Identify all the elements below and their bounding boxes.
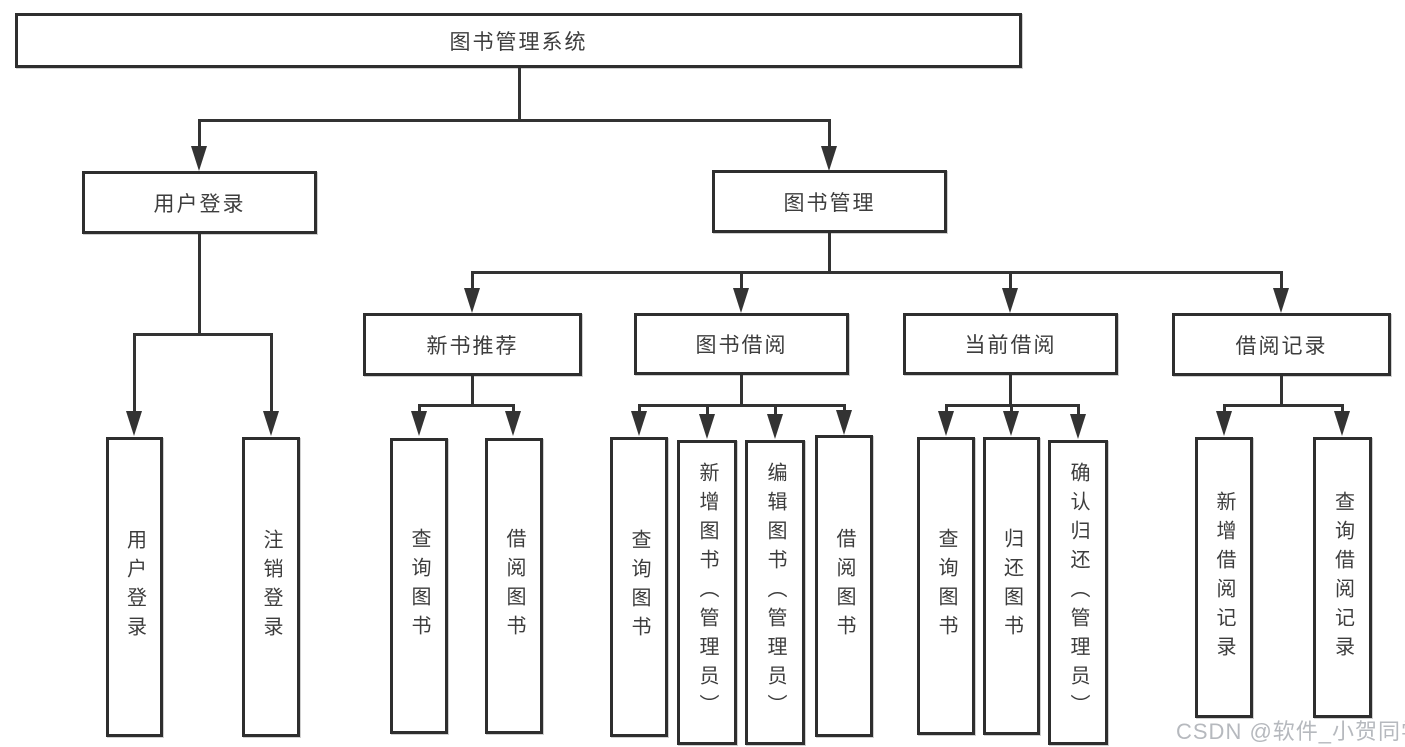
arrow-to-bb-leaf1 [631,411,647,436]
arrow-to-ul-leaf1 [126,411,142,436]
connector-bookmgmt-stub [828,119,831,149]
connector-bookmgmt-rail [471,271,1282,274]
connector-root-rail [198,119,831,122]
connector-cb-leaf3-stub [1077,404,1080,416]
connector-userlogin-stem [198,234,201,336]
node-borrow-records-label: 借阅记录 [1235,334,1328,358]
leaf-cb-confirm-return-admin-label: 确认归还（管理员） [1067,462,1089,723]
arrow-to-cb-leaf1 [938,411,954,436]
leaf-bb-add-books-admin: 新增图书（管理员） [677,440,737,745]
leaf-br-add-record-label: 新增借阅记录 [1213,490,1235,665]
leaf-nb-borrow-books-label: 借阅图书 [503,528,525,644]
node-book-mgmt: 图书管理 [712,170,947,233]
node-user-login-label: 用户登录 [153,192,246,216]
connector-newbook-stem [471,376,474,407]
arrow-to-br-leaf2 [1334,411,1350,436]
arrow-to-records [1273,288,1289,313]
arrow-to-br-leaf1 [1216,411,1232,436]
node-new-book-rec: 新书推荐 [363,313,582,376]
arrow-to-bb-leaf4 [836,410,852,435]
connector-g4-stub [1280,271,1283,293]
connector-bb-leaf3-stub [774,404,777,416]
connector-current-stem [1009,375,1012,407]
arrow-to-nb-leaf2 [505,411,521,436]
connector-cb-leaf2-stub [1010,404,1013,414]
leaf-nb-query-books: 查询图书 [390,438,448,734]
node-book-mgmt-label: 图书管理 [783,191,876,215]
node-root-label: 图书管理系统 [449,30,588,54]
leaf-user-login-label: 用户登录 [123,529,146,645]
connector-records-stem [1280,376,1283,407]
connector-nb-leaf2-stub [512,404,515,414]
leaf-br-query-record-label: 查询借阅记录 [1331,490,1354,665]
arrow-to-current [1002,288,1018,313]
connector-cb-leaf1-stub [945,404,948,414]
node-current-borrow: 当前借阅 [903,313,1118,375]
leaf-bb-add-books-admin-label: 新增图书（管理员） [696,462,718,723]
leaf-bb-borrow-books-label: 借阅图书 [833,528,855,644]
connector-borrow-stem [740,375,743,407]
leaf-bb-edit-books-admin-label: 编辑图书（管理员） [764,462,786,723]
connector-bookmgmt-stem [828,233,831,274]
connector-ul-leaf2-stub [270,333,273,413]
connector-root-stem [518,68,521,120]
arrow-to-bookmgmt [821,146,837,171]
csdn-watermark: CSDN @软件_小贺同学 [1176,719,1405,744]
arrow-to-borrow [733,288,749,313]
arrow-to-cb-leaf3 [1070,414,1086,439]
leaf-cb-confirm-return-admin: 确认归还（管理员） [1048,440,1108,745]
arrow-to-newbook [464,288,480,313]
leaf-cb-query-books: 查询图书 [917,437,975,735]
leaf-bb-borrow-books: 借阅图书 [815,435,873,737]
connector-bb-leaf1-stub [638,404,641,414]
leaf-nb-borrow-books: 借阅图书 [485,438,543,734]
connector-userlogin-rail [133,333,273,336]
connector-nb-leaf1-stub [418,404,421,414]
leaf-logout-label: 注销登录 [260,529,282,645]
connector-userlogin-stub [198,119,201,149]
leaf-cb-return-books-label: 归还图书 [1000,528,1023,644]
leaf-cb-return-books: 归还图书 [983,437,1040,735]
leaf-br-add-record: 新增借阅记录 [1195,437,1253,718]
node-borrow-records: 借阅记录 [1172,313,1391,376]
arrow-to-userlogin [191,146,207,171]
connector-g1-stub [471,271,474,293]
arrow-to-ul-leaf2 [263,411,279,436]
node-user-login: 用户登录 [82,171,317,234]
leaf-bb-query-books-label: 查询图书 [628,529,650,645]
connector-borrow-rail [638,404,846,407]
node-book-borrow-label: 图书借阅 [695,334,788,357]
leaf-nb-query-books-label: 查询图书 [408,528,430,644]
arrow-to-bb-leaf3 [767,414,783,439]
node-root: 图书管理系统 [15,13,1022,68]
leaf-logout: 注销登录 [242,437,300,737]
node-new-book-rec-label: 新书推荐 [426,334,519,358]
connector-ul-leaf1-stub [133,333,136,413]
leaf-bb-query-books: 查询图书 [610,437,668,737]
connector-bb-leaf4-stub [843,404,846,414]
leaf-user-login: 用户登录 [106,437,163,737]
connector-g3-stub [1009,271,1012,293]
arrow-to-nb-leaf1 [411,411,427,436]
leaf-br-query-record: 查询借阅记录 [1313,437,1372,718]
connector-br-leaf1-stub [1223,404,1226,414]
connector-g2-stub [740,271,743,293]
connector-records-rail [1223,404,1344,407]
node-current-borrow-label: 当前借阅 [964,334,1057,357]
leaf-cb-query-books-label: 查询图书 [935,528,957,644]
node-book-borrow: 图书借阅 [634,313,849,375]
connector-br-leaf2-stub [1341,404,1344,414]
arrow-to-bb-leaf2 [699,414,715,439]
arrow-to-cb-leaf2 [1003,411,1019,436]
connector-newbook-rail [418,404,515,407]
leaf-bb-edit-books-admin: 编辑图书（管理员） [745,440,805,745]
connector-bb-leaf2-stub [706,404,709,416]
